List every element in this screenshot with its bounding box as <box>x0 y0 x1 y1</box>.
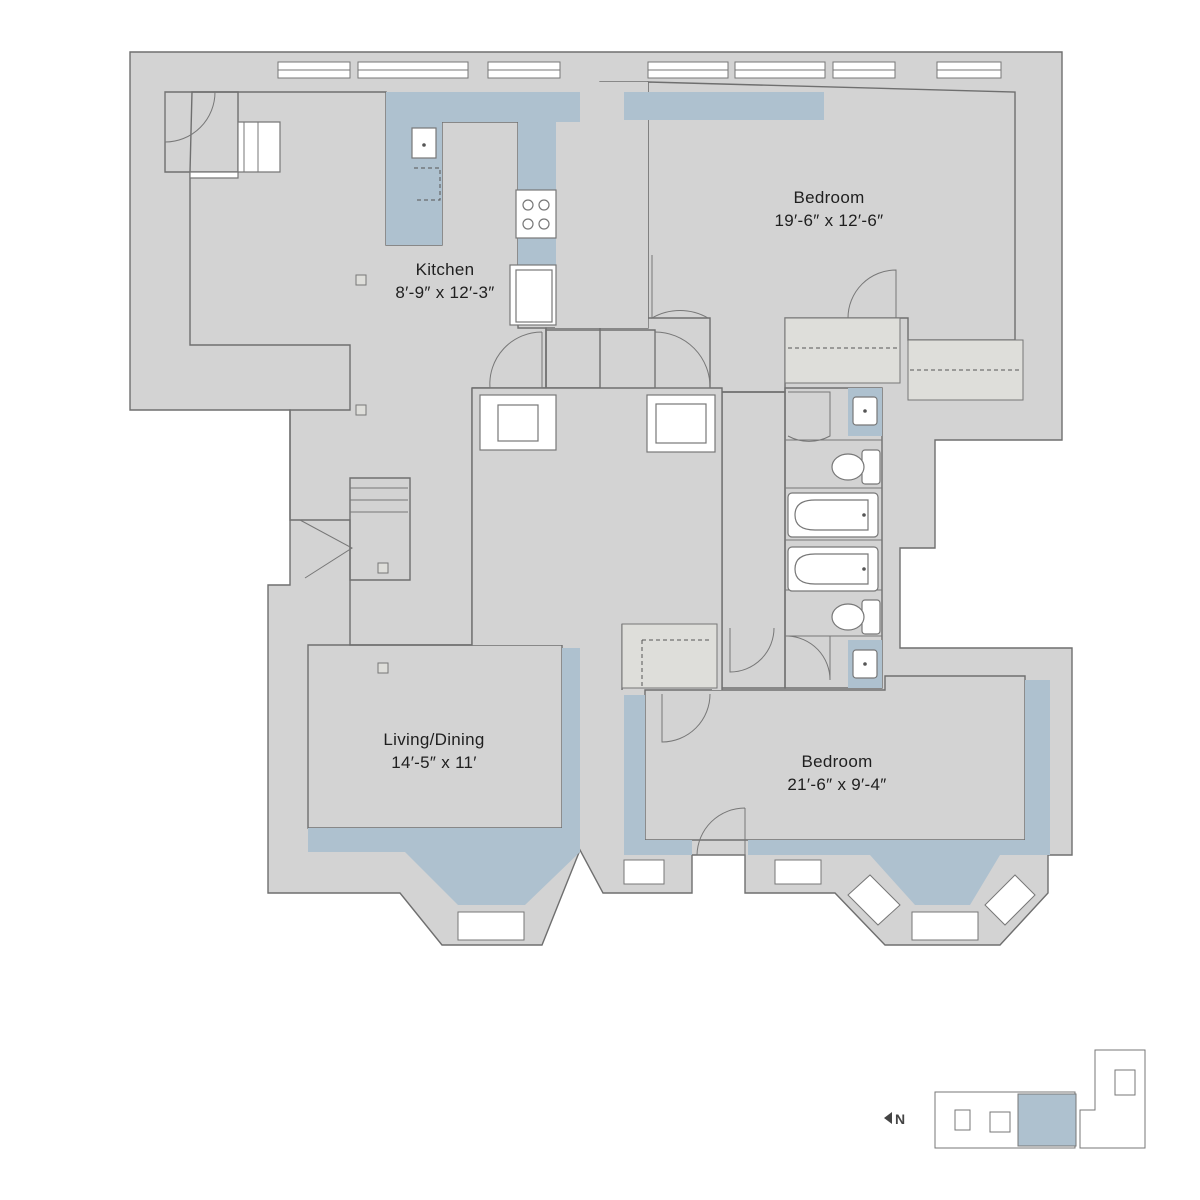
bathroom-fixtures <box>785 396 882 679</box>
central-core <box>471 82 723 690</box>
bedroom2-name: Bedroom <box>801 752 872 771</box>
bedroom2-size: 21′-6″ x 9′-4″ <box>787 775 886 794</box>
north-label: N <box>895 1111 905 1127</box>
kitchen-name: Kitchen <box>416 260 475 279</box>
kitchen-fixtures <box>189 121 557 674</box>
closets <box>784 317 1024 401</box>
bedroom1-size: 19′-6″ x 12′-6″ <box>775 211 884 230</box>
key-plan: N <box>884 1049 1146 1149</box>
kitchen-size: 8′-9″ x 12′-3″ <box>395 283 494 302</box>
living-name: Living/Dining <box>383 730 484 749</box>
living-size: 14′-5″ x 11′ <box>391 753 477 772</box>
room-labels: Kitchen 8′-9″ x 12′-3″ Bedroom 19′-6″ x … <box>383 188 886 794</box>
doors <box>164 91 897 856</box>
windows <box>277 61 1036 941</box>
bedroom1-name: Bedroom <box>793 188 864 207</box>
